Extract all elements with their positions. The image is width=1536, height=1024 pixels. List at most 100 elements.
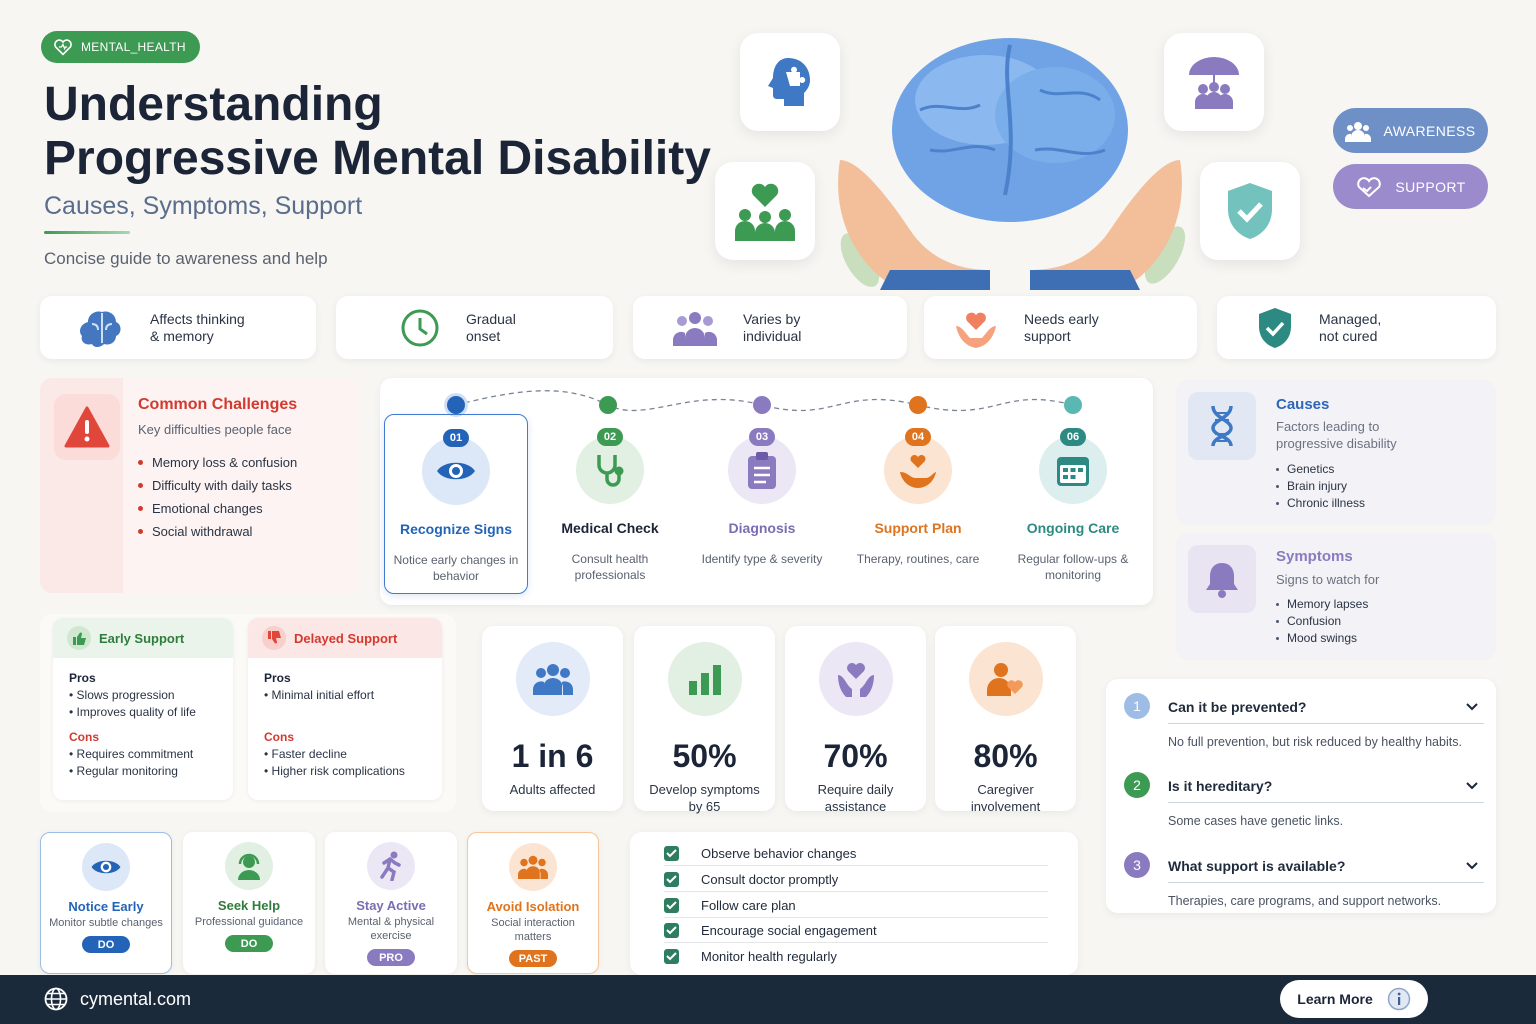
clipboard-icon: [746, 450, 778, 490]
step-number: 03: [749, 428, 775, 446]
list-item: Confusion: [1275, 613, 1368, 630]
tip-desc: Professional guidance: [194, 916, 304, 928]
list-item: Memory lapses: [1275, 596, 1368, 613]
list-item: Chronic illness: [1275, 495, 1365, 512]
checkbox-checked-icon[interactable]: [664, 949, 679, 964]
stat-value: 70%: [823, 738, 888, 774]
awareness-pill[interactable]: AWARENESS: [1333, 108, 1488, 153]
step-desc: Regular follow-ups & monitoring: [1017, 552, 1129, 582]
checklist-item[interactable]: Monitor health regularly: [664, 944, 1048, 969]
support-pill[interactable]: SUPPORT: [1333, 164, 1488, 209]
tip-notice-early[interactable]: Notice Early Monitor subtle changes DO: [40, 832, 172, 974]
info-icon: [1387, 987, 1411, 1011]
step-ongoing-care[interactable]: 06 Ongoing Care Regular follow-ups & mon…: [1001, 414, 1145, 594]
checkbox-checked-icon[interactable]: [664, 845, 679, 861]
list-item: • Slows progression: [69, 688, 175, 702]
hands-heart-icon: [1355, 176, 1383, 198]
checklist-label: Observe behavior changes: [701, 845, 857, 861]
stat-caregiver: 80% Caregiver involvement: [935, 626, 1076, 814]
step-number: 04: [905, 428, 931, 446]
step-label: Ongoing Care: [1026, 520, 1120, 536]
chevron-down-icon[interactable]: [1466, 703, 1478, 711]
tip-stay-active[interactable]: Stay Active Mental & physical exercise P…: [325, 832, 457, 974]
causes-subtitle: Factors leading to progressive disabilit…: [1276, 419, 1397, 451]
tip-avoid-isolation[interactable]: Avoid Isolation Social interaction matte…: [467, 832, 599, 974]
step-diagnosis[interactable]: 03 Diagnosis Identify type & severity: [690, 414, 834, 594]
tip-badge: DO: [225, 935, 273, 952]
subtitle-underline: [44, 231, 130, 234]
tip-seek-help[interactable]: Seek Help Professional guidance DO: [183, 832, 315, 974]
chevron-down-icon[interactable]: [1466, 782, 1478, 790]
care-hands-icon: [898, 452, 938, 488]
list-item: Brain injury: [1275, 478, 1365, 495]
checkbox-checked-icon[interactable]: [664, 897, 679, 913]
step-support-plan[interactable]: 04 Support Plan Therapy, routines, care: [846, 414, 990, 594]
stat-symptoms: 50% Develop symptoms by 65: [634, 626, 775, 814]
challenges-title: Common Challenges: [138, 396, 298, 413]
faq-panel: 1 Can it be prevented? No full preventio…: [1106, 679, 1496, 913]
list-item: Social withdrawal: [138, 520, 297, 543]
stat-value: 1 in 6: [511, 738, 594, 774]
group-icon: [532, 663, 573, 695]
learn-more-button[interactable]: Learn More: [1280, 980, 1428, 1018]
delayed-support-title: Delayed Support: [294, 630, 398, 646]
brain-icon: [80, 308, 124, 348]
stat-label: Adults affected: [509, 782, 596, 797]
feature-managed: Managed,not cured: [1217, 296, 1496, 359]
list-item: • Requires commitment: [69, 747, 194, 761]
step-recognize-signs[interactable]: 01 Recognize Signs Notice early changes …: [384, 414, 528, 594]
step-label: Medical Check: [561, 520, 659, 536]
faq-question[interactable]: Is it hereditary?: [1168, 770, 1484, 803]
symptoms-title: Symptoms: [1276, 548, 1353, 565]
timeline-connector: [455, 390, 1074, 412]
calendar-icon: [1055, 452, 1091, 488]
checklist-item[interactable]: Observe behavior changes: [664, 841, 1048, 866]
heart-people-icon: [731, 181, 799, 241]
support-pill-label: SUPPORT: [1395, 178, 1466, 195]
feature-line: Gradual: [466, 310, 516, 327]
list-item: • Regular monitoring: [69, 764, 178, 778]
faq-answer: Therapies, care programs, and support ne…: [1168, 894, 1442, 908]
people-icon: [673, 310, 717, 346]
symptoms-subtitle: Signs to watch for: [1276, 572, 1380, 587]
site-link[interactable]: cymental.com: [44, 987, 191, 1011]
heart-icon: [53, 38, 73, 56]
list-item: Emotional changes: [138, 497, 297, 520]
checkbox-checked-icon[interactable]: [664, 871, 679, 887]
chevron-down-icon[interactable]: [1466, 862, 1478, 870]
step-number: 01: [443, 429, 469, 447]
causes-panel: Causes Factors leading to progressive di…: [1176, 380, 1496, 525]
cons-label: Cons: [69, 730, 99, 744]
list-item: Mood swings: [1275, 630, 1368, 647]
category-tag: MENTAL_HEALTH: [41, 31, 200, 63]
step-medical-check[interactable]: 02 Medical Check Consult health professi…: [538, 414, 682, 594]
feature-line: Managed,: [1319, 310, 1382, 327]
checkbox-checked-icon[interactable]: [664, 922, 679, 938]
challenges-list: Memory loss & confusion Difficulty with …: [138, 451, 297, 543]
thumbs-up-icon: [67, 626, 91, 650]
faq-number: 3: [1124, 852, 1150, 878]
pros-label: Pros: [264, 671, 291, 685]
feature-thinking: Affects thinking& memory: [40, 296, 316, 359]
checklist-label: Follow care plan: [701, 897, 796, 913]
learn-more-label: Learn More: [1297, 991, 1373, 1007]
checklist-item[interactable]: Follow care plan: [664, 893, 1048, 918]
stat-adults: 1 in 6 Adults affected: [482, 626, 623, 811]
tip-title: Avoid Isolation: [486, 899, 580, 914]
step-dot: [753, 396, 771, 414]
stat-label: Require daily assistance: [817, 782, 894, 814]
faq-question[interactable]: Can it be prevented?: [1168, 691, 1484, 724]
thumbs-down-icon: [262, 626, 286, 650]
tip-desc: Monitor subtle changes: [49, 917, 163, 929]
checklist-label: Monitor health regularly: [701, 949, 837, 964]
faq-question[interactable]: What support is available?: [1168, 850, 1484, 883]
checklist-item[interactable]: Consult doctor promptly: [664, 867, 1048, 892]
feature-line: support: [1024, 327, 1071, 344]
category-tag-label: MENTAL_HEALTH: [81, 40, 186, 54]
checklist-item[interactable]: Encourage social engagement: [664, 918, 1048, 943]
feature-line: Varies by: [743, 310, 801, 327]
tip-badge: DO: [82, 936, 130, 953]
